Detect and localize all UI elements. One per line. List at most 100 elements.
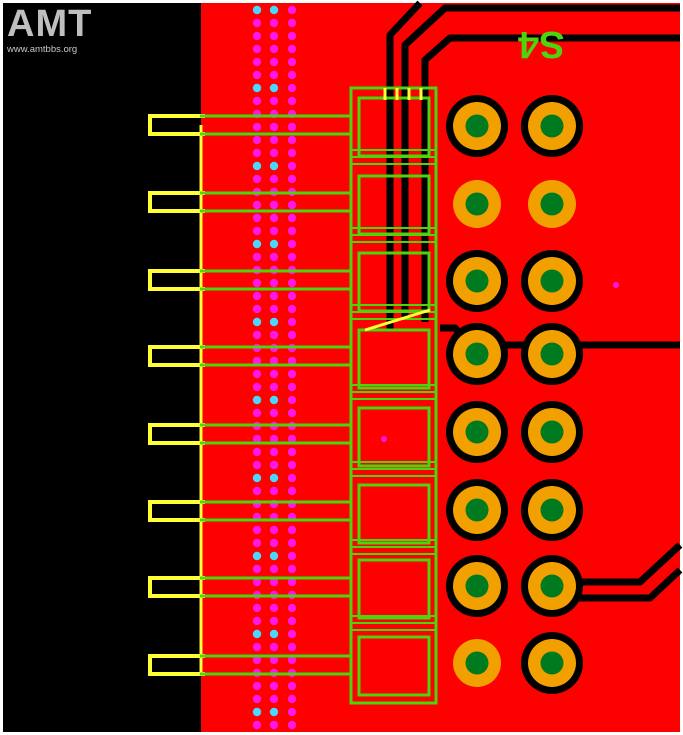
footprint-outline — [349, 86, 438, 705]
via — [269, 447, 279, 457]
footprint-cell — [357, 558, 431, 620]
via — [252, 460, 262, 470]
via — [269, 226, 279, 236]
pad-drill — [540, 420, 564, 444]
via — [269, 564, 279, 574]
via — [287, 707, 297, 717]
via — [252, 382, 262, 392]
via — [269, 174, 279, 184]
via — [269, 239, 279, 249]
ref-designator-label: S4 — [518, 23, 565, 65]
pad-drill — [465, 651, 489, 675]
via — [252, 642, 262, 652]
via — [252, 18, 262, 28]
via — [269, 213, 279, 223]
via — [269, 629, 279, 639]
pad-drill — [540, 651, 564, 675]
via — [252, 44, 262, 54]
via — [287, 200, 297, 210]
via — [287, 525, 297, 535]
via — [252, 694, 262, 704]
via — [269, 291, 279, 301]
via — [252, 70, 262, 80]
via — [287, 369, 297, 379]
via — [252, 200, 262, 210]
via — [252, 538, 262, 548]
pad-drill — [540, 192, 564, 216]
via — [269, 460, 279, 470]
via — [287, 642, 297, 652]
via — [252, 369, 262, 379]
connector-pin — [148, 114, 205, 136]
via — [269, 96, 279, 106]
via — [252, 681, 262, 691]
via — [269, 278, 279, 288]
via — [287, 291, 297, 301]
footprint-cell — [357, 406, 431, 468]
pad-drill — [465, 269, 489, 293]
footprint-cell — [357, 483, 431, 545]
copper-pour — [201, 3, 680, 732]
via — [287, 655, 297, 665]
via — [287, 31, 297, 41]
via — [269, 161, 279, 171]
via — [269, 681, 279, 691]
trace — [575, 567, 683, 602]
via — [252, 525, 262, 535]
via — [269, 616, 279, 626]
via — [287, 473, 297, 483]
via — [287, 460, 297, 470]
connector-pin — [148, 654, 205, 676]
connector-pin — [148, 345, 205, 367]
via — [269, 135, 279, 145]
via — [269, 317, 279, 327]
via — [287, 252, 297, 262]
via — [287, 213, 297, 223]
via — [252, 551, 262, 561]
via — [287, 5, 297, 15]
footprint-cell — [357, 328, 431, 390]
via — [287, 356, 297, 366]
via — [287, 486, 297, 496]
trace — [560, 542, 683, 586]
via — [252, 707, 262, 717]
via — [269, 18, 279, 28]
via — [252, 57, 262, 67]
via — [269, 57, 279, 67]
via — [252, 278, 262, 288]
via — [269, 395, 279, 405]
via — [287, 135, 297, 145]
via — [269, 473, 279, 483]
via — [287, 720, 297, 730]
via — [269, 655, 279, 665]
via — [269, 304, 279, 314]
via — [287, 317, 297, 327]
via — [252, 629, 262, 639]
via — [269, 5, 279, 15]
via — [287, 629, 297, 639]
via — [269, 577, 279, 587]
trace — [401, 4, 680, 318]
via — [287, 616, 297, 626]
via — [252, 161, 262, 171]
via — [287, 382, 297, 392]
via — [287, 226, 297, 236]
via — [252, 330, 262, 340]
via — [269, 31, 279, 41]
via — [269, 200, 279, 210]
via — [287, 174, 297, 184]
via — [252, 564, 262, 574]
via — [287, 239, 297, 249]
via — [252, 356, 262, 366]
pad-drill — [540, 498, 564, 522]
connector-pin — [148, 576, 205, 598]
pad-drill — [540, 269, 564, 293]
connector-pin — [148, 423, 205, 445]
via — [287, 70, 297, 80]
via — [269, 525, 279, 535]
via — [287, 447, 297, 457]
via — [287, 278, 297, 288]
via — [269, 642, 279, 652]
via — [252, 96, 262, 106]
via — [287, 408, 297, 418]
